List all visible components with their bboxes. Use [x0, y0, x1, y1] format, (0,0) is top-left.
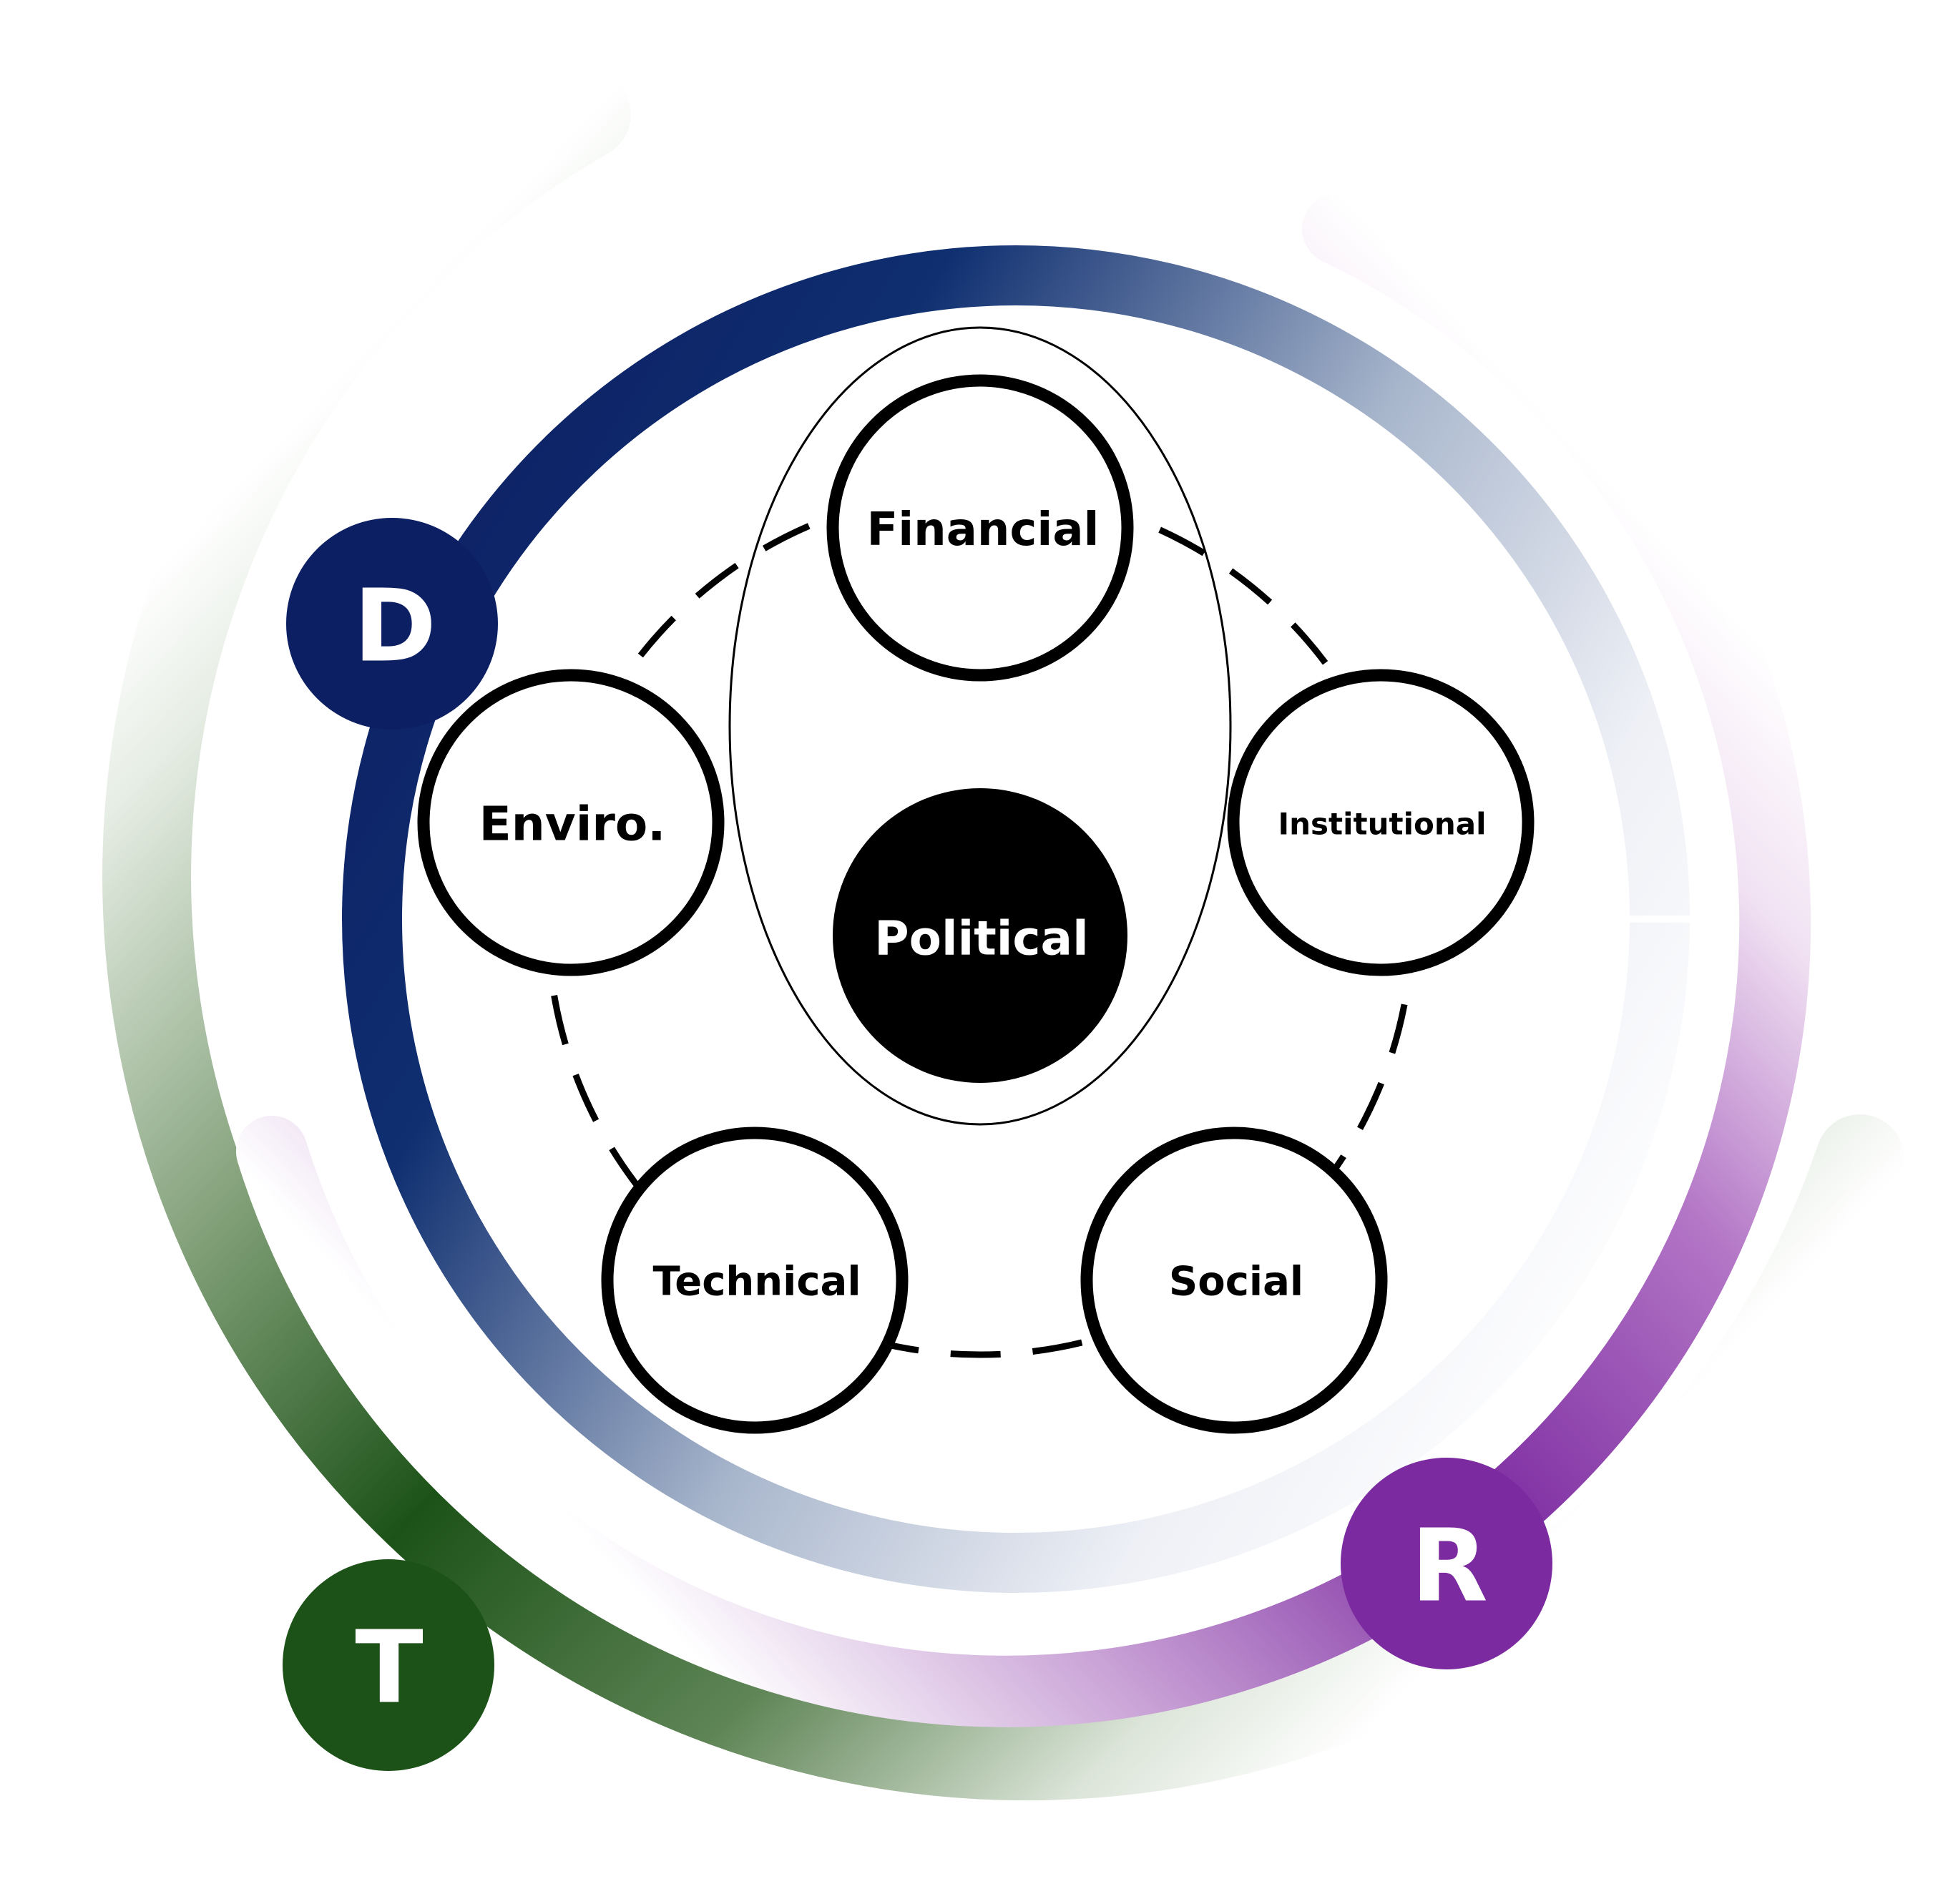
badge-r: R	[1341, 1458, 1552, 1669]
badge-r-label: R	[1411, 1508, 1488, 1625]
node-political: Political	[833, 788, 1127, 1083]
node-social: Social	[1080, 1127, 1388, 1434]
financial-label: Financial	[867, 504, 1100, 556]
badge-t-label: T	[355, 1610, 424, 1727]
node-financial: Financial	[826, 374, 1134, 682]
financial-political-ellipse	[728, 326, 1232, 1126]
node-institutional: Institutional	[1227, 669, 1535, 976]
technical-label: Technical	[652, 1259, 861, 1305]
institutional-label: Institutional	[1278, 807, 1487, 842]
badge-d: D	[286, 518, 498, 730]
navy-cycle-arc	[342, 245, 1690, 1593]
political-label: Political	[874, 911, 1088, 966]
enviro-label: Enviro.	[479, 797, 666, 852]
social-label: Social	[1169, 1259, 1303, 1305]
badge-d-label: D	[353, 569, 436, 685]
node-enviro: Enviro.	[417, 669, 725, 976]
node-technical: Technical	[601, 1127, 909, 1434]
badge-t: T	[283, 1559, 494, 1771]
